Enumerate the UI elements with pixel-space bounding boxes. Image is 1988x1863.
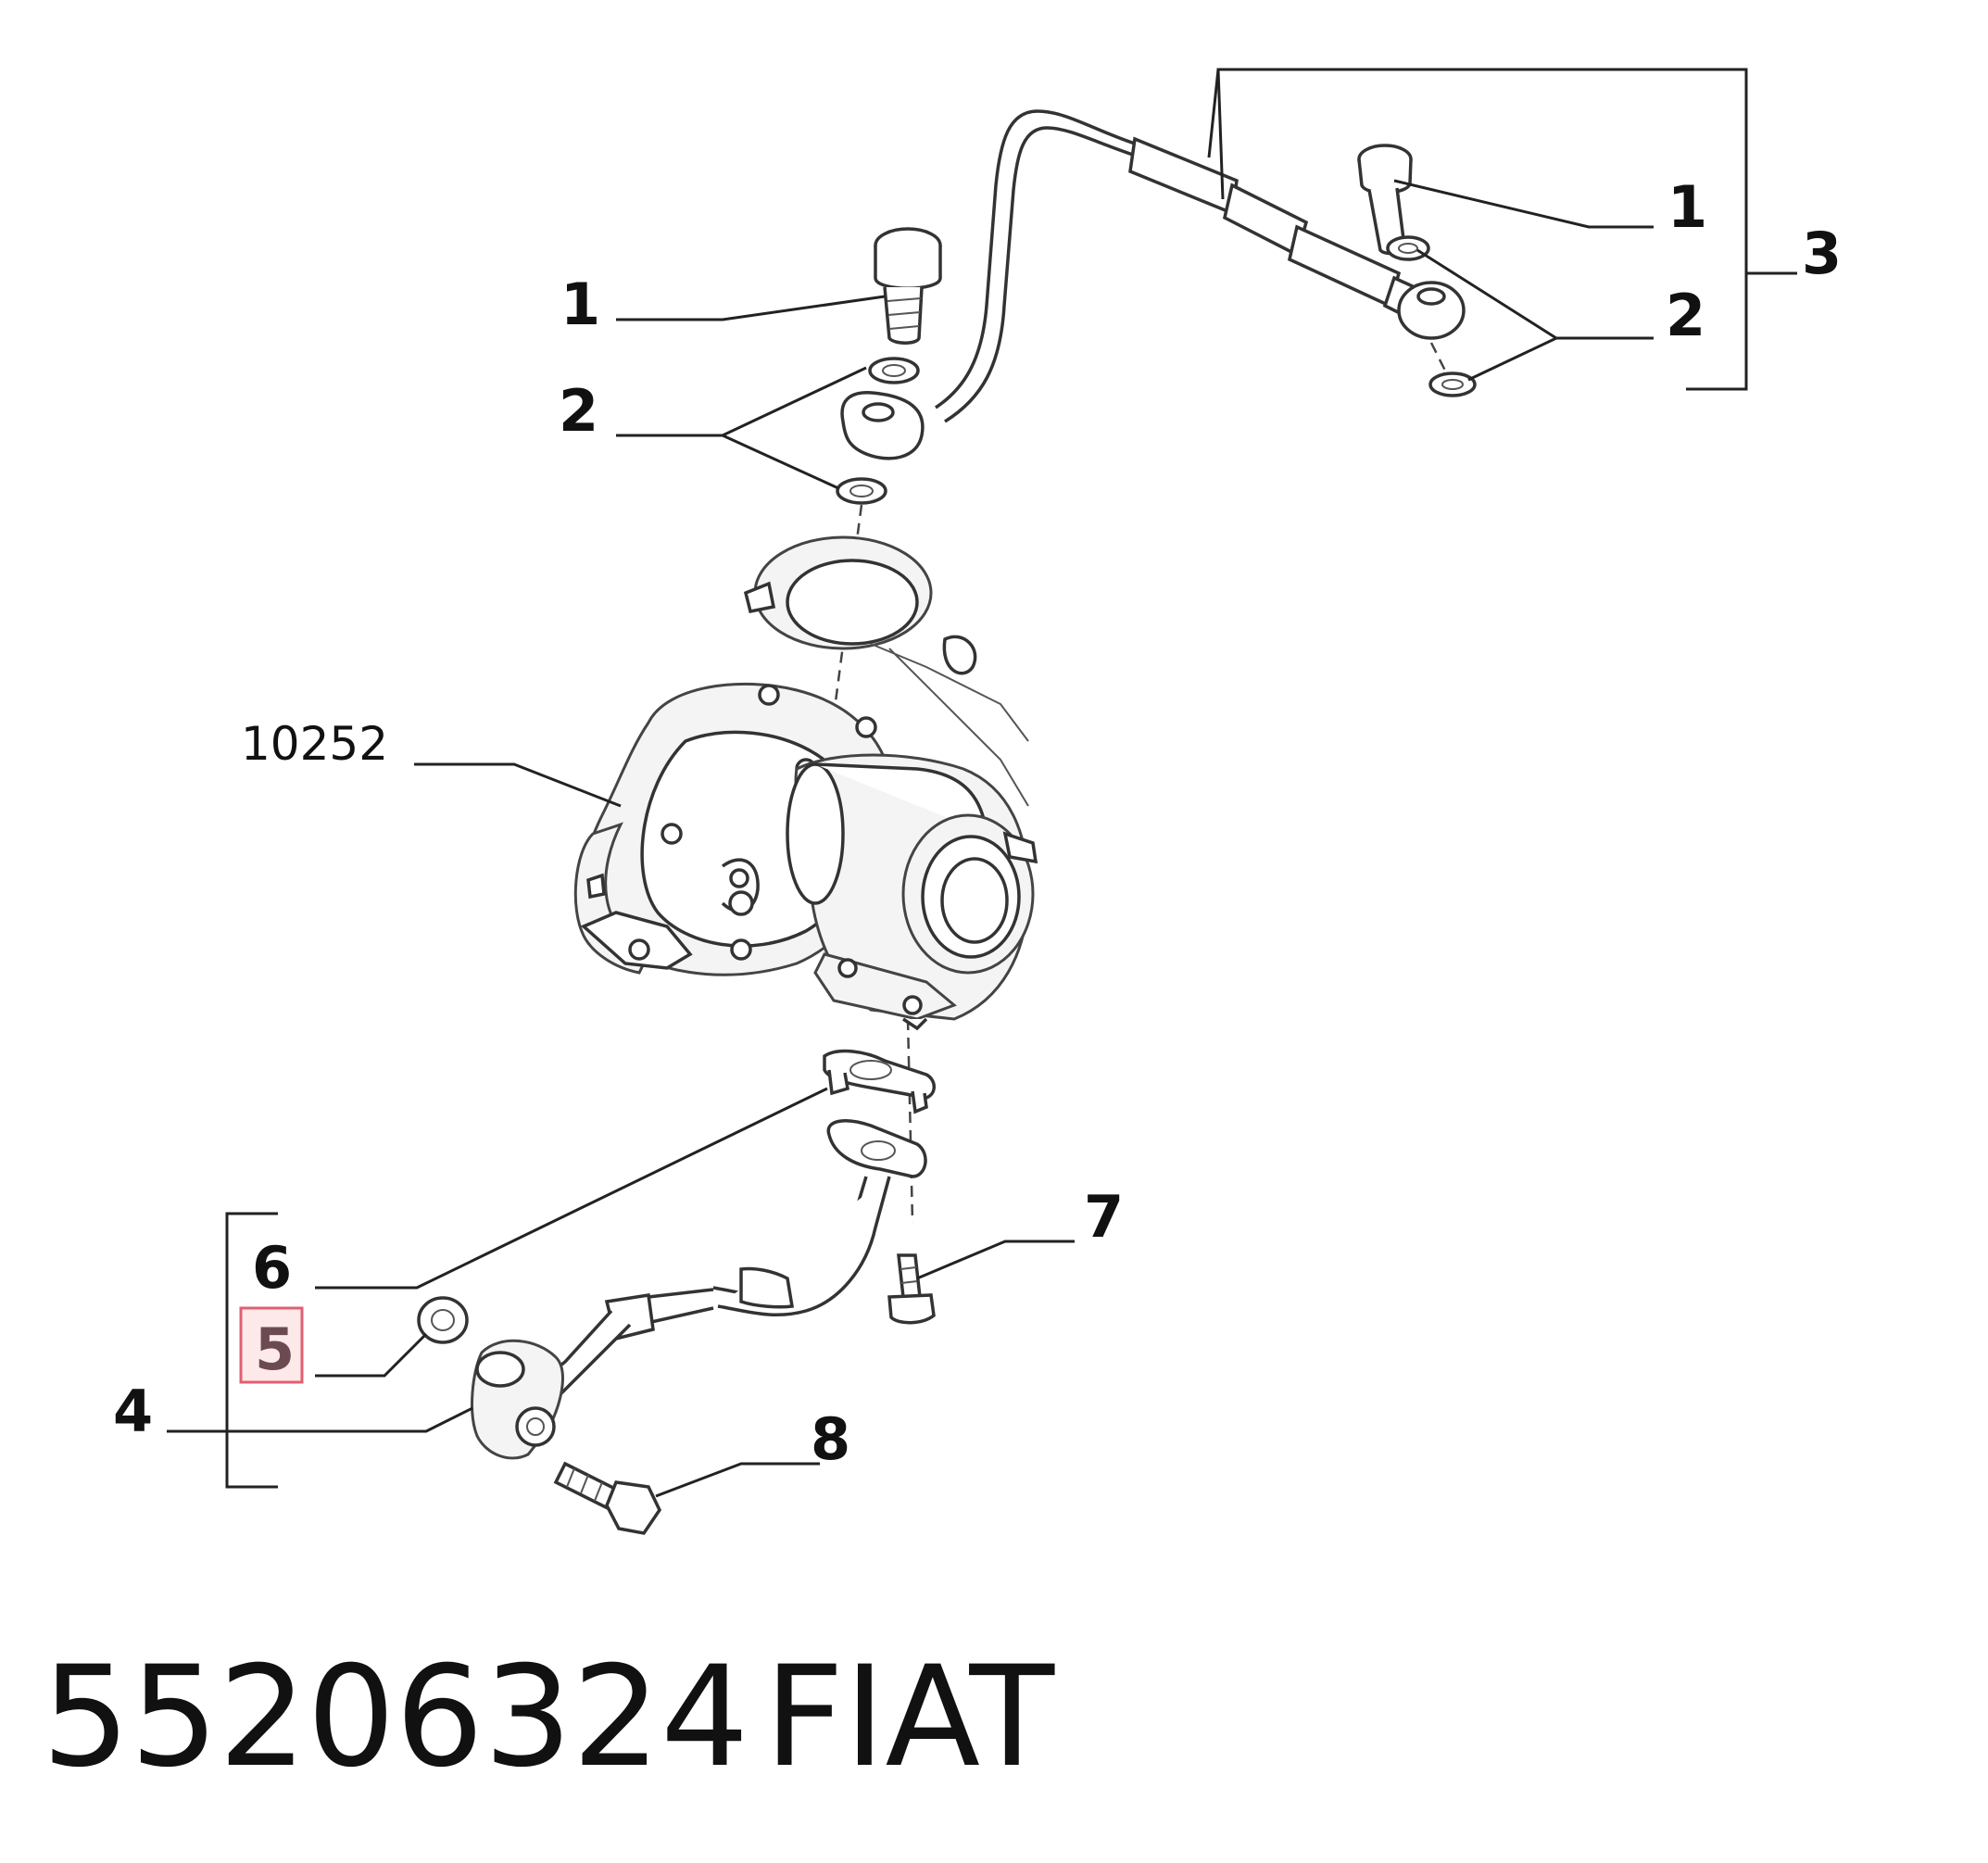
leader-5 xyxy=(315,1332,428,1378)
washer-left-top xyxy=(868,357,920,384)
leader-1-left xyxy=(616,295,886,321)
highlight-box-5 xyxy=(239,1306,304,1384)
washer-right-bottom xyxy=(1428,371,1477,397)
callout-2-left: 2 xyxy=(559,377,598,445)
callout-7: 7 xyxy=(1084,1183,1124,1251)
leader-2-right xyxy=(1416,248,1654,382)
callout-6: 6 xyxy=(252,1234,292,1302)
callout-3: 3 xyxy=(1802,220,1842,287)
banjo-fitting-right xyxy=(1397,281,1466,340)
part-number: 55206324 xyxy=(42,1637,749,1798)
return-fitting xyxy=(471,1339,564,1460)
callout-1-right: 1 xyxy=(1667,173,1707,241)
leader-6 xyxy=(315,1087,828,1290)
washer-5 xyxy=(417,1296,469,1344)
leader-10252 xyxy=(414,762,622,808)
callout-5: 5 xyxy=(255,1315,295,1383)
callout-1-left: 1 xyxy=(560,271,600,338)
banjo-fitting-left xyxy=(840,391,925,460)
banjo-bolt-right xyxy=(1357,144,1413,256)
washer-right-top xyxy=(1386,235,1430,261)
turbocharger xyxy=(573,535,1038,1031)
banjo-bolt-left xyxy=(874,227,942,345)
callout-10252: 10252 xyxy=(241,717,388,771)
bracket-3 xyxy=(1216,68,1797,391)
brand-name: FIAT xyxy=(764,1637,1055,1798)
leader-3-pipe xyxy=(1207,69,1220,158)
bolt-8 xyxy=(553,1461,662,1535)
washer-left-bottom xyxy=(836,477,887,505)
callout-4: 4 xyxy=(113,1378,153,1445)
gasket xyxy=(823,1049,936,1114)
leader-7 xyxy=(916,1240,1075,1280)
bolt-7 xyxy=(887,1253,936,1325)
callout-8: 8 xyxy=(811,1405,850,1473)
bracket-4 xyxy=(225,1212,278,1489)
leader-8 xyxy=(655,1462,820,1498)
callout-2-right: 2 xyxy=(1666,282,1705,349)
oil-return-pipe xyxy=(539,1119,927,1397)
leader-1-right xyxy=(1393,179,1654,229)
leader-2-left xyxy=(616,366,867,490)
leader-4 xyxy=(167,1406,473,1433)
